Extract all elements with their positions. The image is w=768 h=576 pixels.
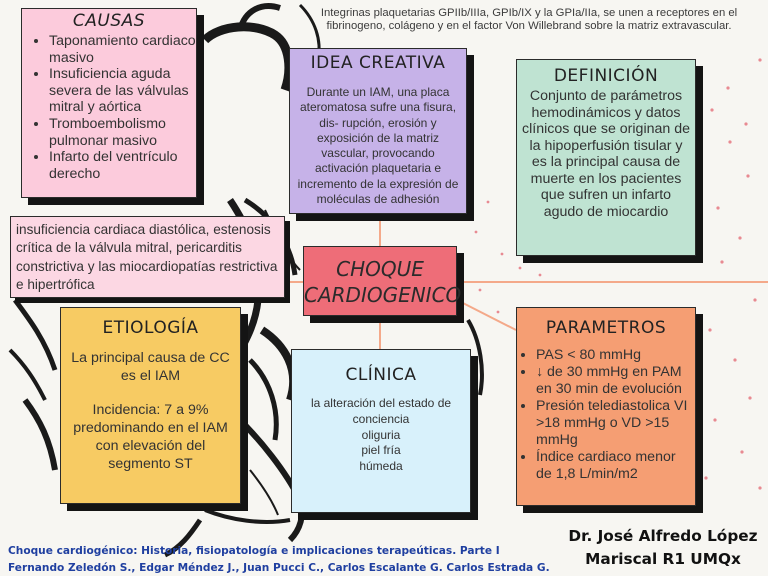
- causas-list: Taponamiento cardiaco masivo Insuficienc…: [22, 33, 196, 182]
- list-item: Índice cardiaco menor de 1,8 L/min/m2: [536, 449, 695, 483]
- parametros-card: PARAMETROS PAS < 80 mmHg ↓ de 30 mmHg en…: [516, 307, 696, 506]
- author-credit: Dr. José Alfredo López Mariscal R1 UMQx: [558, 525, 768, 571]
- definicion-body: Conjunto de parámetros hemodinámicos y d…: [522, 88, 690, 220]
- integrinas-note: Integrinas plaquetarias GPIIb/IIIa, GPIb…: [320, 7, 738, 33]
- insuficiencia-text: insuficiencia cardiaca diastólica, esten…: [16, 222, 278, 293]
- list-item: PAS < 80 mmHg: [536, 347, 695, 364]
- reference-line-1: Choque cardiogénico: Historia, fisiopato…: [8, 545, 500, 557]
- reference-line-2: Fernando Zeledón S., Edgar Méndez J., Ju…: [8, 561, 550, 574]
- list-item: ↓ de 30 mmHg en PAM en 30 min de evoluci…: [536, 364, 695, 398]
- central-title: CHOQUE CARDIOGENICO: [304, 256, 462, 308]
- causas-title: CAUSAS: [72, 11, 146, 31]
- etiologia-title: ETIOLOGÍA: [102, 318, 199, 338]
- idea-creativa-title: IDEA CREATIVA: [310, 53, 446, 73]
- list-item: oliguria: [361, 427, 401, 442]
- list-item: Taponamiento cardiaco masivo: [49, 33, 196, 66]
- small-hearts-icon: [460, 58, 762, 490]
- clinica-card: CLÍNICA la alteración del estado de conc…: [291, 349, 471, 513]
- author-line-1: Dr. José Alfredo López: [568, 527, 758, 545]
- central-title-line1: CHOQUE: [336, 257, 424, 281]
- definicion-title: DEFINICIÓN: [553, 66, 659, 86]
- list-item: húmeda: [359, 459, 403, 474]
- list-item: Infarto del ventrículo derecho: [49, 149, 196, 182]
- definicion-card: DEFINICIÓN Conjunto de parámetros hemodi…: [516, 59, 696, 256]
- parametros-title: PARAMETROS: [545, 318, 667, 338]
- etiologia-body: La principal causa de CC es el IAM Incid…: [65, 349, 236, 473]
- author-line-2: Mariscal R1 UMQx: [585, 550, 741, 568]
- idea-creativa-card: IDEA CREATIVA Durante un IAM, una placa …: [289, 48, 467, 214]
- list-item: Presión telediastolica VI >18 mmHg o VD …: [536, 398, 695, 449]
- list-item: la alteración del estado de conciencia: [310, 396, 452, 426]
- central-title-card: CHOQUE CARDIOGENICO: [303, 246, 462, 316]
- parametros-list: PAS < 80 mmHg ↓ de 30 mmHg en PAM en 30 …: [517, 347, 695, 483]
- list-item: Tromboembolismo pulmonar masivo: [49, 116, 196, 149]
- etiologia-card: ETIOLOGÍA La principal causa de CC es el…: [60, 307, 241, 504]
- idea-creativa-body: Durante un IAM, una placa ateromatosa su…: [297, 85, 459, 207]
- connector-lines: [285, 214, 768, 349]
- insuficiencia-card: insuficiencia cardiaca diastólica, esten…: [10, 216, 285, 298]
- central-title-line2: CARDIOGENICO: [304, 283, 462, 307]
- clinica-title: CLÍNICA: [345, 365, 417, 385]
- list-item: Insuficiencia aguda severa de las válvul…: [49, 66, 196, 116]
- reference-citation: Choque cardiogénico: Historia, fisiopato…: [8, 543, 550, 576]
- etiologia-paragraph-1: La principal causa de CC es el IAM: [71, 350, 230, 384]
- etiologia-paragraph-2: Incidencia: 7 a 9% predominando en el IA…: [73, 402, 228, 472]
- list-item: piel fría: [361, 443, 401, 458]
- clinica-body: la alteración del estado de conciencia o…: [292, 396, 470, 475]
- causas-card: CAUSAS Taponamiento cardiaco masivo Insu…: [21, 8, 197, 198]
